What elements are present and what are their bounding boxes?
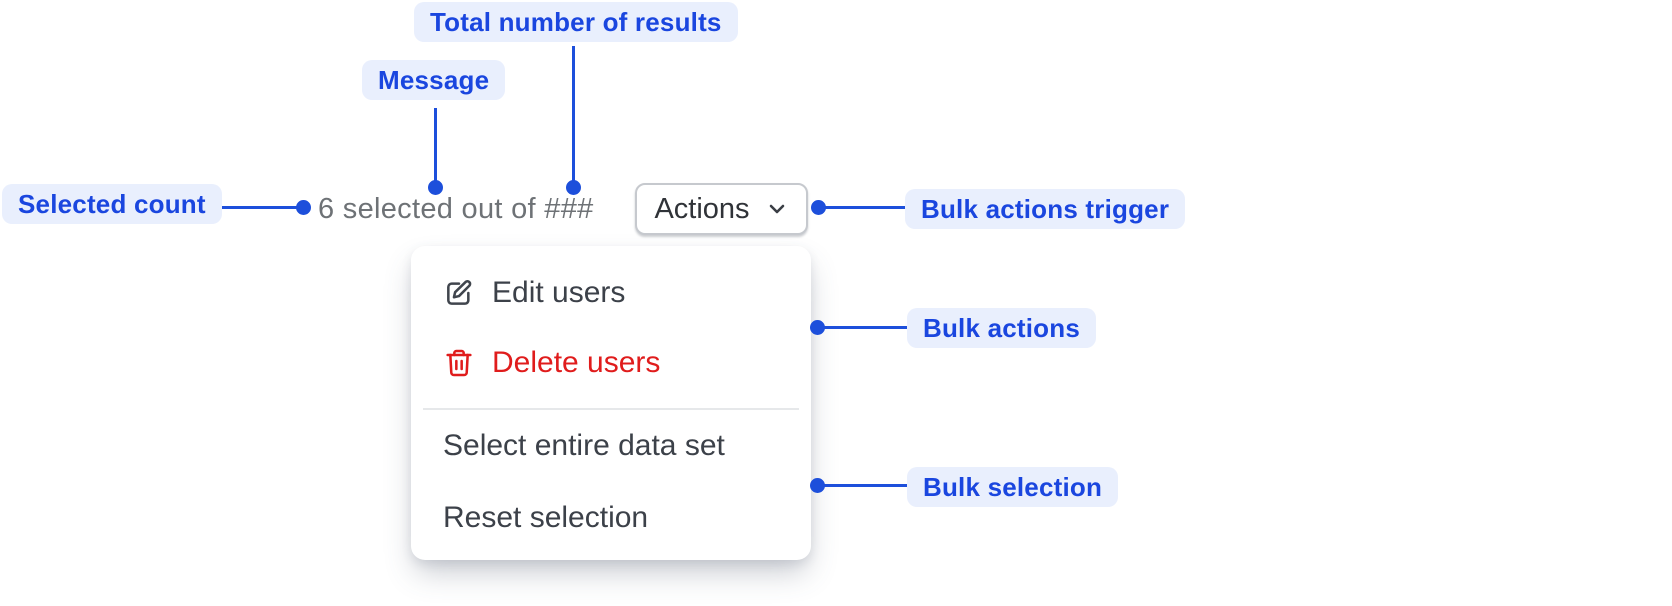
menu-item-edit-users[interactable]: Edit users (411, 264, 811, 322)
connector-line-selected-count (222, 206, 298, 209)
menu-divider (423, 408, 799, 410)
connector-dot-message (428, 180, 443, 195)
trash-icon (446, 349, 472, 377)
edit-icon (447, 280, 472, 305)
menu-item-label: Reset selection (443, 501, 649, 534)
connector-line-message (434, 108, 437, 182)
connector-dot-selected-count (296, 200, 311, 215)
bulk-actions-menu: Edit users Delete users Select entire da… (411, 246, 811, 560)
menu-item-label: Delete users (492, 346, 661, 379)
connector-dot-bulk-actions (810, 320, 825, 335)
callout-bulk-actions: Bulk actions (907, 308, 1096, 348)
callout-message: Message (362, 60, 506, 100)
menu-item-delete-users[interactable]: Delete users (411, 334, 811, 392)
bulk-actions-trigger-button[interactable]: Actions (635, 183, 808, 235)
menu-item-label: Edit users (492, 276, 626, 309)
menu-item-reset-selection[interactable]: Reset selection (411, 489, 811, 547)
menu-item-select-entire-data-set[interactable]: Select entire data set (411, 417, 811, 475)
callout-selected-count: Selected count (2, 184, 222, 224)
callout-bulk-selection: Bulk selection (907, 467, 1119, 507)
connector-dot-bulk-actions-trigger (811, 200, 826, 215)
connector-dot-total-results (566, 180, 581, 195)
actions-button-label: Actions (654, 192, 750, 225)
connector-line-bulk-actions (823, 326, 907, 329)
chevron-down-icon (769, 204, 784, 214)
connector-line-bulk-actions-trigger (824, 206, 905, 209)
callout-bulk-actions-trigger: Bulk actions trigger (905, 189, 1186, 229)
connector-line-bulk-selection (823, 484, 907, 487)
connector-dot-bulk-selection (810, 478, 825, 493)
connector-line-total-results (572, 46, 575, 182)
menu-item-label: Select entire data set (443, 429, 725, 462)
callout-total-number-of-results: Total number of results (414, 2, 738, 42)
selection-status-message: 6 selected out of ### (318, 192, 594, 225)
